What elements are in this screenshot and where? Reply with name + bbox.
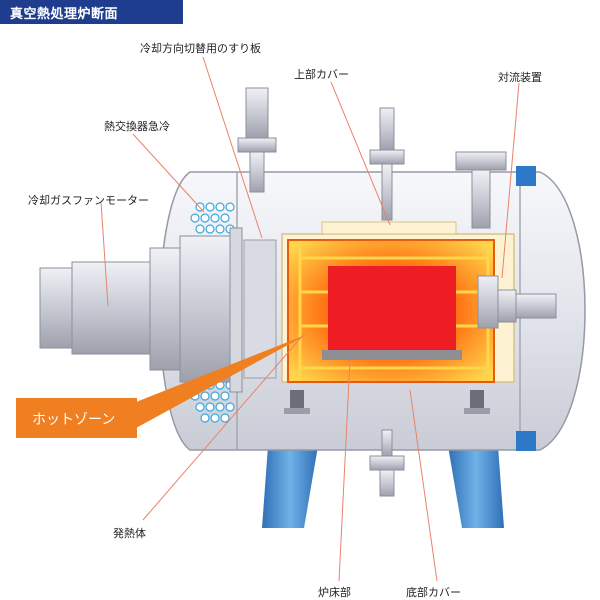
flange-top [516,166,536,186]
label-upper-cover: 上部カバー [294,68,349,81]
label-fan-motor: 冷却ガスファンモーター [28,194,149,207]
work-load [328,266,456,350]
label-hearth: 炉床部 [318,586,351,599]
left-leg [262,446,318,528]
hot-zone-label: ホットゾーン [32,412,116,428]
title-bar: 真空熱処理炉断面 [0,0,183,24]
label-bottom-cover: 底部カバー [406,586,461,599]
top-nozzles [237,87,507,229]
label-cooling-switch-plate: 冷却方向切替用のすり板 [140,42,261,55]
leader-lines [100,56,520,582]
bottom-supports [284,390,490,414]
hot-zone-callout: ホットゾーン [16,398,137,438]
hot-zone-arrow [136,334,308,428]
bottom-nozzle [369,429,405,497]
diagram-title: 真空熱処理炉断面 [10,7,119,22]
fan-motor [39,227,243,393]
right-leg [448,446,504,528]
support-legs [262,446,504,528]
convection-device [477,275,557,329]
label-convection-device: 対流装置 [498,71,542,84]
label-heat-exchanger: 熱交換器急冷 [104,120,170,133]
label-heater: 発熱体 [113,527,146,540]
hearth-plate [322,350,462,360]
flange-bottom [516,431,536,451]
